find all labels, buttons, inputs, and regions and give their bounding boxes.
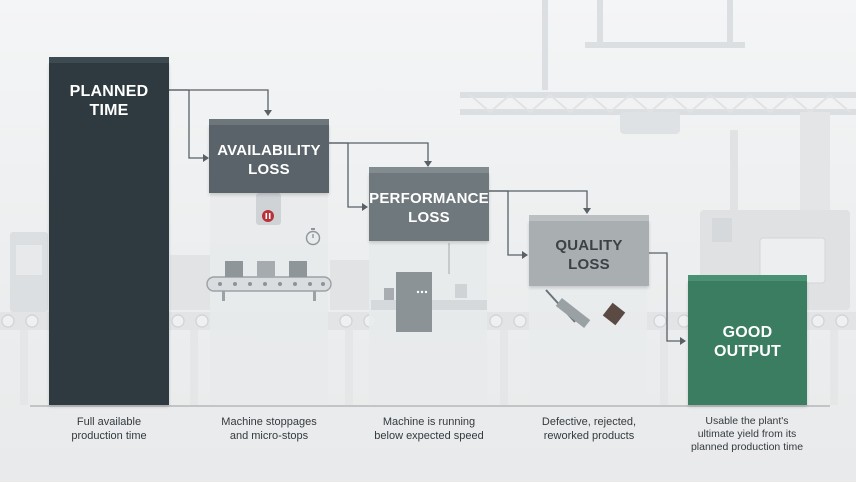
performance-loss-description: Machine is running below expected speed — [374, 416, 484, 442]
bg-machine-a — [170, 255, 210, 310]
bg-machine-b — [330, 260, 370, 310]
perf-unit — [396, 272, 432, 332]
planned-time-title: PLANNED TIME — [69, 83, 149, 119]
conveyor-legs — [20, 330, 838, 405]
good-output-description: Usable the plant's ultimate yield from i… — [690, 415, 804, 453]
availability-loss-block: AVAILABILITY LOSS — [209, 119, 329, 193]
defective-item-icon — [602, 302, 626, 326]
planned-time-block: PLANNED TIME — [49, 57, 169, 405]
pipe — [730, 130, 738, 230]
hoist — [620, 112, 680, 134]
availability-loss-description: Machine stoppages and micro-stops — [221, 416, 317, 442]
availability-machine-body — [210, 193, 328, 405]
availability-loss-title: AVAILABILITY LOSS — [217, 142, 321, 178]
good-output-block: GOOD OUTPUT — [688, 275, 807, 405]
arrowheads — [203, 110, 686, 345]
overhead-crane — [460, 0, 856, 115]
stop-button-icon — [262, 210, 274, 222]
product-box — [225, 261, 243, 277]
good-output-title: GOOD OUTPUT — [714, 324, 781, 360]
quality-loss-description: Defective, rejected, reworked products — [541, 416, 637, 442]
planned-time-description: Full available production time — [71, 416, 147, 442]
mini-conveyor — [206, 276, 332, 292]
stopwatch-icon — [305, 228, 321, 246]
reject-chute — [545, 289, 591, 329]
truss — [469, 93, 851, 114]
performance-loss-block: PERFORMANCE LOSS — [369, 167, 489, 241]
performance-loss-title: PERFORMANCE LOSS — [369, 190, 489, 226]
product-box — [289, 261, 307, 277]
quality-loss-title: QUALITY LOSS — [555, 237, 623, 273]
flow-connectors — [169, 89, 680, 342]
product-box — [257, 261, 275, 277]
quality-machine-body — [529, 286, 647, 405]
quality-loss-block: QUALITY LOSS — [529, 215, 649, 286]
